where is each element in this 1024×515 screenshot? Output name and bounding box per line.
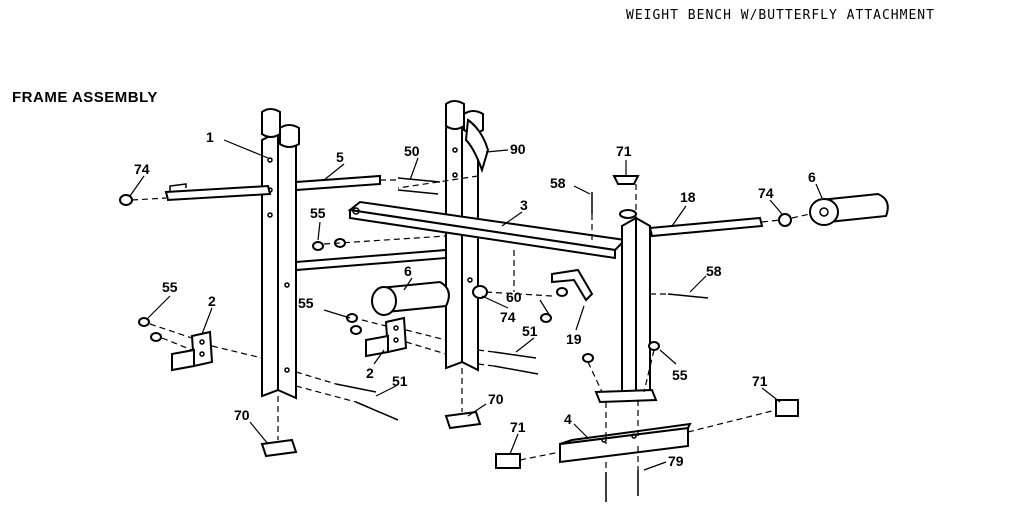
callout-labels: 1 5 50 90 74 71 58 18 74 6 3 55 6 58 55 … — [134, 129, 816, 469]
callout-4: 4 — [564, 411, 572, 427]
callout-55-middle: 55 — [298, 295, 314, 311]
callout-55-left: 55 — [162, 279, 178, 295]
callout-2-middle: 2 — [366, 365, 374, 381]
callout-55-upper: 55 — [310, 205, 326, 221]
callout-51-right: 51 — [522, 323, 538, 339]
callout-50: 50 — [404, 143, 420, 159]
callout-6-upper: 6 — [808, 169, 816, 185]
end-cap-right — [775, 399, 799, 417]
foot-cap-left — [260, 438, 298, 458]
diagram-title: WEIGHT BENCH W/BUTTERFLY ATTACHMENT — [626, 8, 935, 23]
callout-18: 18 — [680, 189, 696, 205]
left-upright-part — [261, 108, 300, 400]
callout-2-left: 2 — [208, 293, 216, 309]
foam-roller-upper — [809, 192, 889, 226]
leader-lines — [129, 139, 823, 471]
callout-51-left: 51 — [392, 373, 408, 389]
bracket-part-19 — [551, 268, 594, 302]
callout-70-left: 70 — [234, 407, 250, 423]
callout-74-right: 74 — [758, 185, 774, 201]
callout-6-middle: 6 — [404, 263, 412, 279]
callout-74-left: 74 — [134, 161, 150, 177]
bracket-part-2-middle — [365, 316, 408, 358]
callout-5: 5 — [336, 149, 344, 165]
section-title: FRAME ASSEMBLY — [12, 89, 158, 106]
callout-71-left: 71 — [510, 419, 526, 435]
bolts — [335, 177, 709, 502]
callout-3: 3 — [520, 197, 528, 213]
rod-part-18 — [648, 216, 764, 238]
washers — [119, 194, 792, 363]
pivot-rod-part — [164, 183, 272, 202]
foam-roller-middle — [371, 280, 450, 316]
top-cap — [612, 175, 640, 185]
base-tube-part-4 — [559, 422, 692, 464]
end-cap-left — [495, 453, 521, 469]
callout-70-middle: 70 — [488, 391, 504, 407]
callout-71-right: 71 — [752, 373, 768, 389]
callout-19: 19 — [566, 331, 582, 347]
callout-60: 60 — [506, 289, 522, 305]
callout-71-top: 71 — [616, 143, 632, 159]
assembly-lines — [131, 175, 811, 472]
front-bar-part — [347, 200, 628, 260]
callout-1: 1 — [206, 129, 214, 145]
callout-74-middle: 74 — [500, 309, 516, 325]
callout-58-top: 58 — [550, 175, 566, 191]
callout-79: 79 — [668, 453, 684, 469]
callout-55-right: 55 — [672, 367, 688, 383]
callout-58-right: 58 — [706, 263, 722, 279]
callout-90: 90 — [510, 141, 526, 157]
crossbar-part — [295, 174, 447, 272]
rear-upright-part — [594, 209, 658, 404]
bracket-part-2-left — [171, 330, 214, 372]
foot-cap-middle — [444, 410, 482, 430]
